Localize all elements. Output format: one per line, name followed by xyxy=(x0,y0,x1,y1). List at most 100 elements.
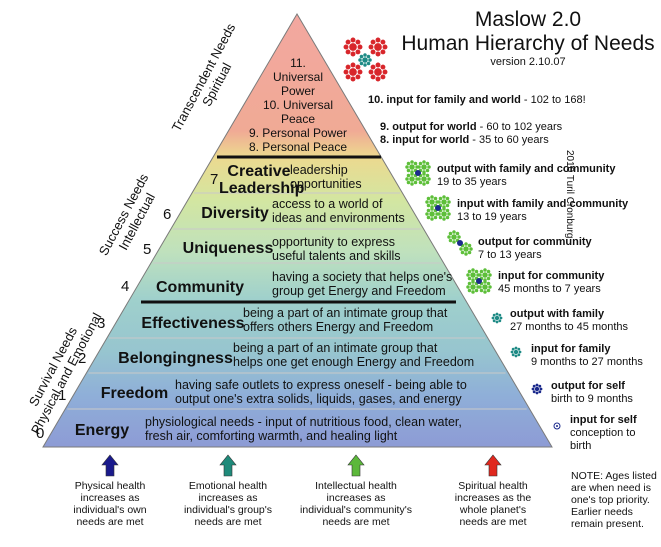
icon-petal xyxy=(422,170,426,174)
icon-petal xyxy=(495,320,499,324)
transcendent-line: 8. Personal Peace xyxy=(248,140,348,154)
icon-petal xyxy=(405,177,409,181)
icon-petal xyxy=(517,347,521,351)
icon-petal xyxy=(471,280,475,284)
icon-petal xyxy=(406,180,411,185)
icon-petal xyxy=(479,269,484,274)
stage-age-range: - 60 to 102 years xyxy=(476,121,563,133)
icon-petal xyxy=(368,69,374,75)
icon-petal xyxy=(483,290,487,294)
health-note: Spiritual health increases as the whole … xyxy=(454,480,532,528)
level-name: Belongingness xyxy=(118,350,233,367)
icon-petal xyxy=(483,268,487,272)
icon-petal xyxy=(492,319,496,323)
icon-petal xyxy=(445,196,450,201)
icon-petal xyxy=(438,215,443,220)
icon-petal xyxy=(382,69,388,75)
icon-petal xyxy=(380,49,386,55)
icon-petal xyxy=(466,285,470,289)
icon-petal xyxy=(471,290,475,294)
icon-petal xyxy=(410,160,414,164)
icon-petal xyxy=(488,273,492,277)
icon-core xyxy=(421,164,427,170)
icon-petal xyxy=(457,235,461,239)
icon-petal xyxy=(460,250,465,255)
transcendent-line: Peace xyxy=(280,112,316,126)
icon-core xyxy=(415,170,421,176)
icon-core xyxy=(482,284,488,290)
age-stage-note: input for self conception to birth xyxy=(570,414,637,453)
up-arrow-icon xyxy=(484,454,502,477)
icon-petal xyxy=(448,238,453,243)
level-number: 4 xyxy=(121,278,130,295)
level-number: 3 xyxy=(97,315,106,332)
icon-petal xyxy=(370,49,376,55)
icon-petal xyxy=(469,247,473,251)
icon-petal xyxy=(445,208,450,213)
stage-title: input for self xyxy=(570,414,637,426)
icon-petal xyxy=(539,387,543,391)
icon-petal xyxy=(375,51,381,57)
age-stage-note: output for self birth to 9 months xyxy=(551,380,633,406)
icon-petal xyxy=(531,387,535,391)
icon-core xyxy=(451,234,457,240)
stage-title: 8. input for world xyxy=(380,134,470,146)
icon-petal xyxy=(447,235,451,239)
icon-petal xyxy=(418,180,423,185)
level-number: 6 xyxy=(163,206,172,223)
icon-petal xyxy=(478,273,482,277)
level-name: Energy xyxy=(74,422,130,439)
icon-petal xyxy=(417,165,421,169)
stage-age-range: - 102 to 168! xyxy=(520,94,586,106)
icon-petal xyxy=(498,319,502,323)
icon-petal xyxy=(464,242,468,246)
icon-petal xyxy=(425,173,430,178)
icon-petal xyxy=(511,353,515,357)
age-stage-note: output for community 7 to 13 years xyxy=(478,236,592,262)
icon-petal xyxy=(380,39,386,45)
icon-petal xyxy=(486,288,491,293)
stage-age-range: conception to birth xyxy=(570,427,636,452)
level-description: leadership opportunities xyxy=(290,163,362,191)
transcendent-line: 9. Personal Power xyxy=(248,126,348,140)
icon-petal xyxy=(375,76,381,82)
icon-petal xyxy=(418,161,423,166)
icon-petal xyxy=(459,247,463,251)
stage-age-range: - 35 to 60 years xyxy=(469,134,549,146)
icon-petal xyxy=(445,203,450,208)
icon-petal xyxy=(538,390,542,394)
icon-petal xyxy=(363,63,367,67)
title-line2: Human Hierarchy of Needs xyxy=(401,32,655,55)
age-stage-note: output with family and community 19 to 3… xyxy=(437,163,615,189)
level-name: Diversity xyxy=(201,205,269,222)
stage-icons xyxy=(343,37,561,430)
icon-petal xyxy=(467,281,472,286)
icon-petal xyxy=(410,182,414,186)
age-stage-note: input with family and community 13 to 19… xyxy=(457,198,628,224)
level-number: 0 xyxy=(36,425,45,442)
icon-petal xyxy=(488,285,492,289)
icon-core xyxy=(429,211,435,217)
icon-petal xyxy=(370,74,376,80)
icon-petal xyxy=(538,384,542,388)
icon-petal xyxy=(467,288,472,293)
icon-petal xyxy=(355,74,361,80)
icon-petal xyxy=(343,44,349,50)
icon-petal xyxy=(532,384,536,388)
icon-petal xyxy=(405,165,409,169)
icon-petal xyxy=(448,231,453,236)
icon-petal xyxy=(368,58,372,62)
icon-petal xyxy=(495,312,499,316)
level-number: 7 xyxy=(210,171,219,188)
icon-petal xyxy=(466,273,470,277)
icon-core xyxy=(470,272,476,278)
icon-petal xyxy=(464,252,468,256)
icon-petal xyxy=(442,195,446,199)
icon-petal xyxy=(345,64,351,70)
icon-petal xyxy=(368,44,374,50)
icon-petal xyxy=(366,54,371,59)
icon-petal xyxy=(426,208,431,213)
icon-petal xyxy=(445,215,450,220)
level-number: 1 xyxy=(58,387,67,404)
